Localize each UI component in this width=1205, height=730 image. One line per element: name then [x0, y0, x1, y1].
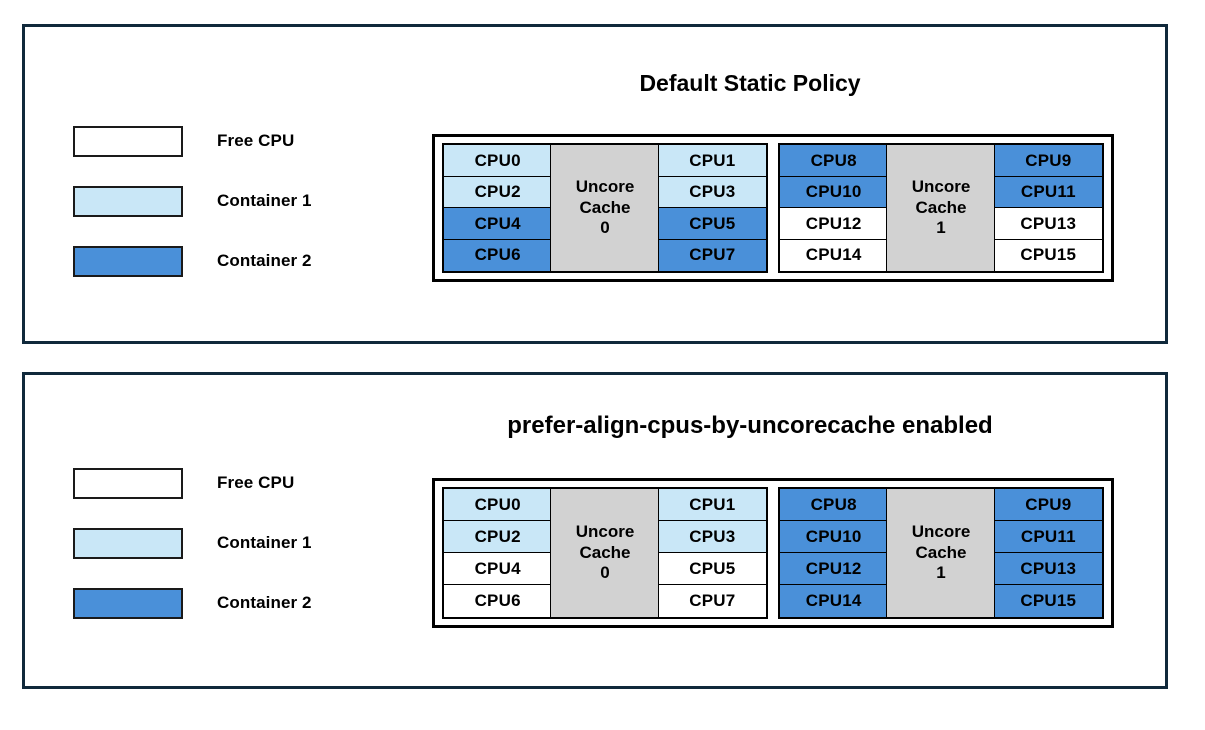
cpu-cell-cpu8: CPU8	[779, 488, 889, 522]
cpu-cell-cpu11: CPU11	[993, 520, 1103, 554]
cpu-cell-cpu8: CPU8	[779, 144, 889, 178]
legend-label: Container 1	[217, 533, 312, 552]
cpu-cell-cpu13: CPU13	[993, 552, 1103, 586]
cpu-cell-cpu4: CPU4	[443, 552, 553, 586]
cpu-cell-cpu5: CPU5	[657, 207, 767, 241]
legend: Free CPU Container 1 Container 2	[73, 453, 403, 633]
cpu-cell-cpu12: CPU12	[779, 552, 889, 586]
legend-label: Container 1	[217, 191, 312, 210]
uncore-cache-line-1: Uncore	[911, 521, 971, 541]
cpu-cell-cpu9: CPU9	[993, 488, 1103, 522]
cpu-cell-cpu4: CPU4	[443, 207, 553, 241]
uncore-cache-line-2: Cache	[579, 542, 631, 562]
legend-label: Free CPU	[217, 131, 295, 150]
cpu-cell-cpu6: CPU6	[443, 238, 553, 272]
cpu-cell-cpu0: CPU0	[443, 488, 553, 522]
uncore-cache-index: 1	[936, 218, 946, 238]
cpu-cell-cpu5: CPU5	[657, 552, 767, 586]
cpu-cell-cpu14: CPU14	[779, 584, 889, 618]
legend-swatch-container1	[73, 527, 183, 559]
legend-item-free: Free CPU	[73, 453, 403, 513]
cpu-cell-cpu11: CPU11	[993, 175, 1103, 209]
uncore-cache-line-2: Cache	[915, 197, 967, 217]
uncore-cache-line-2: Cache	[915, 542, 967, 562]
legend-item-free: Free CPU	[73, 111, 403, 171]
legend-label: Container 2	[217, 593, 312, 612]
cpu-cell-cpu15: CPU15	[993, 584, 1103, 618]
legend-swatch-free	[73, 125, 183, 157]
cpu-cell-cpu3: CPU3	[657, 175, 767, 209]
legend: Free CPU Container 1 Container 2	[73, 111, 403, 291]
uncore-cache-line-1: Uncore	[575, 176, 635, 196]
cpu-cell-cpu7: CPU7	[657, 584, 767, 618]
uncore-cache-index: 1	[936, 563, 946, 583]
legend-item-container1: Container 1	[73, 513, 403, 573]
cpu-cell-cpu10: CPU10	[779, 520, 889, 554]
cpu-cell-cpu0: CPU0	[443, 144, 553, 178]
legend-label: Free CPU	[217, 473, 295, 492]
panel-title: Default Static Policy	[639, 70, 861, 96]
cpu-cell-cpu2: CPU2	[443, 520, 553, 554]
cpu-cell-cpu1: CPU1	[657, 488, 767, 522]
legend-swatch-container2	[73, 245, 183, 277]
cpu-cell-cpu7: CPU7	[657, 238, 767, 272]
legend-label: Container 2	[217, 251, 312, 270]
legend-swatch-free	[73, 467, 183, 499]
cpu-cell-cpu1: CPU1	[657, 144, 767, 178]
cpu-cell-cpu15: CPU15	[993, 238, 1103, 272]
cpu-cell-cpu12: CPU12	[779, 207, 889, 241]
uncore-cache-index: 0	[600, 563, 610, 583]
uncore-cache-line-1: Uncore	[575, 521, 635, 541]
panel-prefer-align-cpus-by-uncorecache: prefer-align-cpus-by-uncorecache enabled…	[22, 372, 1168, 689]
uncore-cache-line-2: Cache	[579, 197, 631, 217]
cpu-cell-cpu9: CPU9	[993, 144, 1103, 178]
cpu-cell-cpu10: CPU10	[779, 175, 889, 209]
panel-default-static-policy: Default Static Policy Free CPU Container …	[22, 24, 1168, 344]
cpu-cell-cpu14: CPU14	[779, 238, 889, 272]
legend-swatch-container1	[73, 185, 183, 217]
cpu-cell-cpu2: CPU2	[443, 175, 553, 209]
cpu-cell-cpu13: CPU13	[993, 207, 1103, 241]
uncore-cache-line-1: Uncore	[911, 176, 971, 196]
cpu-cell-cpu6: CPU6	[443, 584, 553, 618]
legend-item-container1: Container 1	[73, 171, 403, 231]
panel-title: prefer-align-cpus-by-uncorecache enabled	[507, 412, 993, 439]
cpu-cell-cpu3: CPU3	[657, 520, 767, 554]
uncore-cache-index: 0	[600, 218, 610, 238]
legend-item-container2: Container 2	[73, 573, 403, 633]
legend-swatch-container2	[73, 587, 183, 619]
legend-item-container2: Container 2	[73, 231, 403, 291]
